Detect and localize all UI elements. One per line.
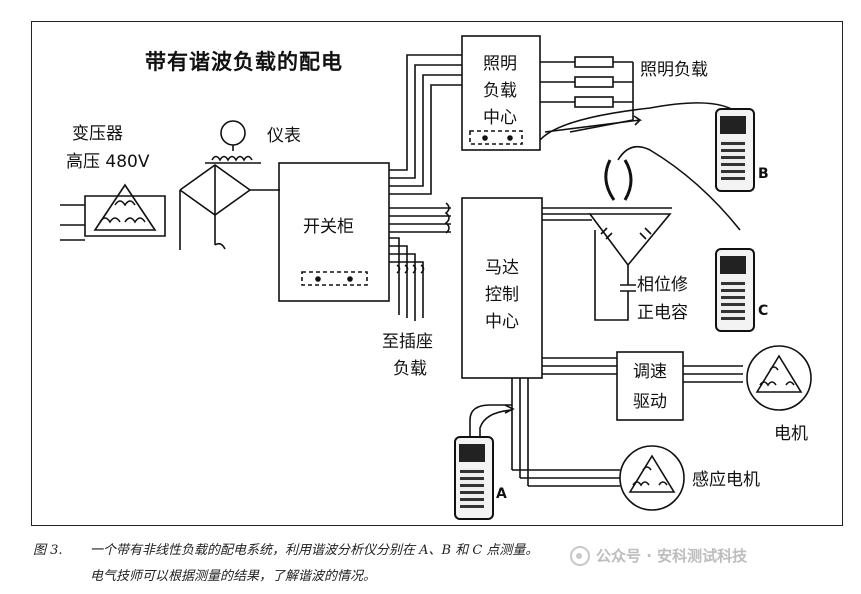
transformer-symbol xyxy=(60,183,166,241)
lighting-center-label-1: 照明 xyxy=(483,54,517,74)
probe-a-label: A xyxy=(496,486,507,502)
analyzer-c xyxy=(713,248,755,332)
motor-center-label-3: 中心 xyxy=(485,312,519,332)
meter-label: 仪表 xyxy=(267,126,301,146)
analyzer-a xyxy=(452,436,494,520)
watermark-text: 公众号 · 安科测试科技 xyxy=(596,547,748,565)
lighting-load-label: 照明负载 xyxy=(640,60,708,80)
probe-c-label: C xyxy=(758,303,769,319)
induction-motor-label: 感应电机 xyxy=(692,470,760,490)
vsd-label-2: 驱动 xyxy=(633,392,667,412)
motor-center-box xyxy=(461,197,543,379)
lighting-center-label-2: 负载 xyxy=(483,81,517,101)
meter-symbol xyxy=(205,120,261,164)
transformer-label-1: 变压器 xyxy=(72,124,123,144)
caption-line-1: 一个带有非线性负载的配电系统，利用谐波分析仪分别在 A、B 和 C 点测量。 xyxy=(90,543,539,558)
wechat-icon xyxy=(570,545,590,566)
capacitor-label-1: 相位修 xyxy=(637,275,688,295)
diagram-frame xyxy=(31,21,843,526)
analyzer-b xyxy=(713,108,755,192)
vsd-label-1: 调速 xyxy=(633,362,667,382)
lighting-loads xyxy=(540,56,643,133)
lighting-feeders xyxy=(389,54,462,195)
induction-motor-symbol xyxy=(619,445,685,511)
diagram-title: 带有谐波负载的配电 xyxy=(145,50,343,74)
probe-b-label: B xyxy=(758,166,769,182)
caption-line-2: 电气技师可以根据测量的结果，了解谐波的情况。 xyxy=(90,569,377,584)
watermark: 公众号 · 安科测试科技 xyxy=(570,545,747,566)
motor-center-label-2: 控制 xyxy=(485,285,519,305)
receptacle-label-1: 至插座 xyxy=(382,332,433,352)
motor-feeders xyxy=(389,202,451,234)
receptacle-feeders xyxy=(389,237,425,321)
switchgear-ct xyxy=(301,271,368,286)
capacitor-bank xyxy=(542,207,672,321)
lighting-center-label-3: 中心 xyxy=(483,108,517,128)
transformer-label-2: 高压 480V xyxy=(66,152,150,172)
vsd-box xyxy=(616,351,684,421)
receptacle-label-2: 负载 xyxy=(393,359,427,379)
wye-connection xyxy=(179,164,280,250)
motor-label: 电机 xyxy=(774,424,808,444)
switchgear-label: 开关柜 xyxy=(303,217,354,237)
figure-number: 图 3. xyxy=(33,543,63,558)
motor-center-label-1: 马达 xyxy=(485,258,519,278)
lighting-center-box xyxy=(461,35,541,151)
capacitor-label-2: 正电容 xyxy=(637,303,688,323)
motor-symbol xyxy=(746,345,812,411)
